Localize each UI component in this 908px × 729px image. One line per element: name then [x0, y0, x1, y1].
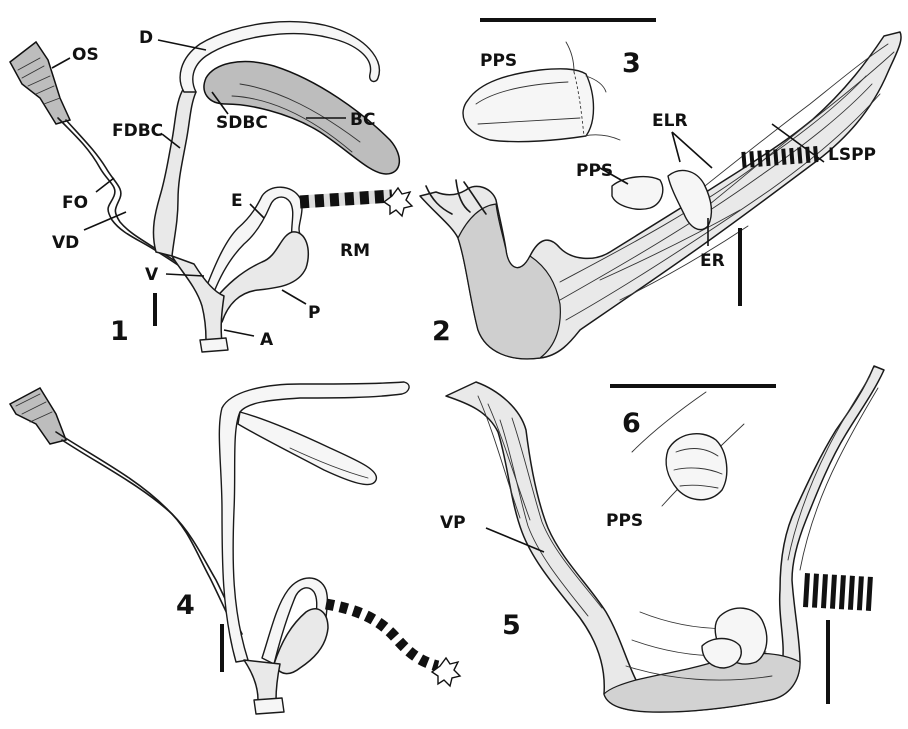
- figure-3-label-pps: PPS: [480, 51, 517, 71]
- ovotestis-shape: [10, 42, 70, 124]
- figure-6-number: 6: [622, 408, 641, 439]
- figure-1-number: 1: [110, 316, 129, 347]
- figure-6-label-pps: PPS: [606, 511, 643, 531]
- penial-papilla-shape-2: [612, 177, 663, 210]
- figure-4-number: 4: [176, 590, 195, 621]
- retractor-muscle-5: [804, 590, 872, 594]
- penial-papilla-shape-3: [463, 69, 593, 142]
- figure-2-label-lspp: LSPP: [828, 145, 876, 165]
- ovotestis-shape-4: [10, 388, 66, 444]
- figure-1-label-bc: BC: [350, 110, 375, 130]
- figure-3-number: 3: [622, 48, 641, 79]
- figure-1-label-e: E: [231, 191, 243, 211]
- atrium-shape-4: [244, 660, 280, 700]
- figure-1-label-vd: VD: [52, 233, 79, 253]
- bursa-shape-4: [238, 412, 376, 485]
- figure-1-label-fdbc: FDBC: [112, 121, 163, 141]
- figure-2-label-elr: ELR: [652, 111, 688, 131]
- figure-5-number: 5: [502, 610, 521, 641]
- penial-papilla-shape-6: [666, 434, 727, 500]
- bursa-duct-shape: [153, 88, 196, 256]
- figure-1-label-a: A: [260, 330, 274, 350]
- figure-4-drawing: [10, 382, 460, 714]
- figure-5-drawing: [446, 366, 884, 712]
- figure-3-drawing: [463, 20, 656, 142]
- figure-2-label-er: ER: [700, 251, 725, 271]
- figure-1-label-os: OS: [72, 45, 99, 65]
- figure-6-drawing: [610, 386, 776, 506]
- figure-2-label-pps: PPS: [576, 161, 613, 181]
- figure-1-drawing: [10, 22, 412, 352]
- figure-1-label-v: V: [145, 265, 159, 285]
- figure-1-label-rm: RM: [340, 241, 370, 261]
- figure-2-number: 2: [432, 316, 451, 347]
- figure-1-label-d: D: [139, 28, 153, 48]
- figure-5-label-vp: VP: [440, 513, 466, 533]
- retractor-muscle-1: [300, 188, 412, 216]
- retractor-muscle-4: [326, 604, 460, 686]
- figure-1-label-p: P: [308, 303, 320, 323]
- figure-1-label-fo: FO: [62, 193, 88, 213]
- figure-1-label-sdbc: SDBC: [216, 113, 268, 133]
- genital-pore-shape: [200, 338, 228, 352]
